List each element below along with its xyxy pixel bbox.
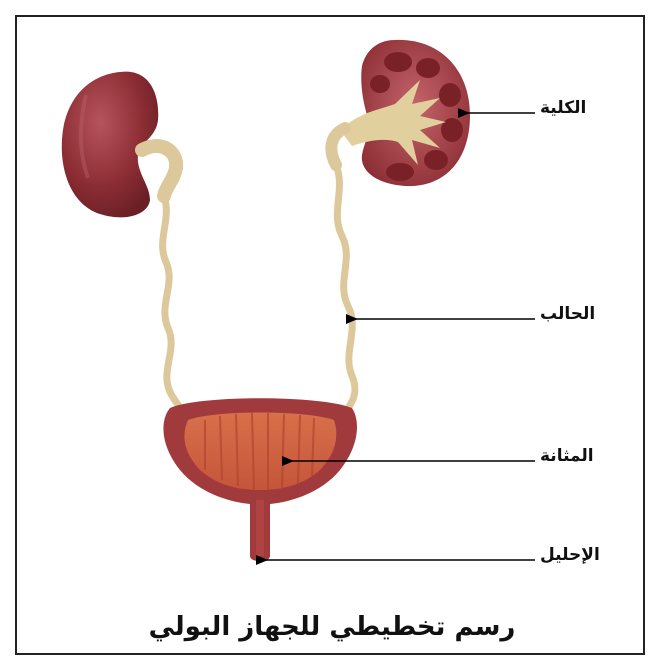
diagram-caption: رسم تخطيطي للجهاز البولي — [0, 612, 664, 642]
urethra — [250, 500, 270, 561]
ureter-label: الحالب — [540, 304, 595, 324]
bladder — [163, 398, 357, 504]
right-ureter — [331, 128, 355, 408]
right-kidney — [340, 40, 470, 186]
kidney-label: الكلية — [540, 98, 586, 118]
bladder-label: المثانة — [540, 446, 594, 466]
left-ureter — [142, 146, 182, 410]
urethra-label: الإحليل — [540, 545, 600, 565]
